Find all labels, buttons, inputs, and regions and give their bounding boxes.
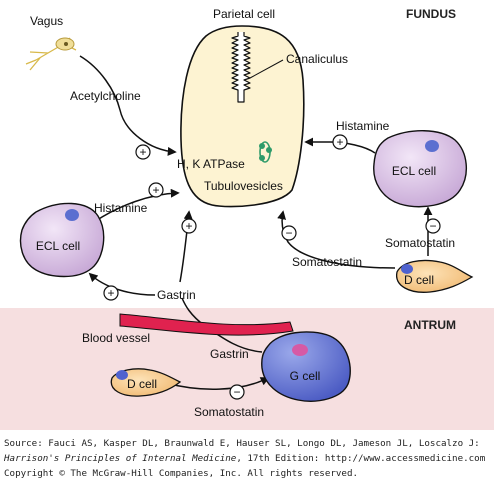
gastrin-to-ecl-arrow — [88, 272, 156, 296]
gastric-acid-regulation-diagram: FUNDUS ANTRUM Parietal cell Canaliculus … — [0, 7, 494, 430]
acetylcholine-arrow — [79, 55, 177, 156]
gastrin-lower-label: Gastrin — [210, 347, 249, 361]
somatostatin-bottom-label: Somatostatin — [194, 405, 264, 419]
book-edition: , 17th Edition: http://www.accessmedicin… — [236, 453, 486, 464]
source-credits: Source: Fauci AS, Kasper DL, Braunwald E… — [4, 436, 492, 481]
parietal-cell-label: Parietal cell — [213, 7, 275, 21]
book-line: Harrison's Principles of Internal Medici… — [4, 451, 492, 466]
histamine-right-arrow — [304, 137, 376, 154]
histamine-right-label: Histamine — [336, 119, 390, 133]
ecl-cell-right — [373, 130, 467, 208]
stimulate-sign-histamine-left: + — [148, 182, 164, 198]
canaliculus-pointer — [249, 59, 284, 79]
g-cell-label: G cell — [290, 369, 321, 383]
stimulate-sign-gastrin-ecl: + — [103, 285, 119, 301]
d-cell-antrum — [110, 368, 182, 397]
h-k-atpase-label: H, K ATPase — [177, 157, 245, 171]
d-cell-fundus — [396, 259, 474, 293]
canaliculus-label: Canaliculus — [286, 52, 348, 66]
stimulate-sign-gastrin-parietal: + — [181, 218, 197, 234]
svg-text:+: + — [336, 135, 343, 149]
stimulate-sign-acetylcholine: + — [135, 144, 151, 160]
svg-text:+: + — [185, 219, 192, 233]
h-k-atpase-icon — [259, 141, 272, 163]
ecl-cell-left — [19, 202, 105, 278]
canaliculus — [231, 32, 251, 103]
svg-text:+: + — [139, 145, 146, 159]
inhibit-sign-somatostatin-antrum: − — [229, 384, 245, 400]
inhibit-sign-somatostatin-ecl: − — [425, 218, 441, 234]
vagus-label: Vagus — [30, 14, 63, 28]
inhibit-sign-somatostatin-parietal: − — [281, 225, 297, 241]
d-cell-fundus-label: D cell — [404, 273, 434, 287]
parietal-cell-body — [180, 25, 305, 208]
somatostatin-to-parietal-arrow — [277, 210, 396, 269]
ecl-cell-right-label: ECL cell — [392, 164, 436, 178]
stimulate-sign-histamine-right: + — [332, 134, 348, 150]
blood-vessel — [119, 313, 294, 336]
somatostatin-antrum-arrow — [165, 377, 270, 390]
gastrin-upper-label: Gastrin — [157, 288, 196, 302]
vagus-neuron — [25, 37, 77, 71]
histamine-left-arrow — [93, 188, 180, 223]
svg-text:−: − — [429, 219, 436, 233]
svg-text:+: + — [107, 286, 114, 300]
source-line: Source: Fauci AS, Kasper DL, Braunwald E… — [4, 438, 480, 449]
histamine-left-label: Histamine — [94, 201, 148, 215]
d-cell-antrum-label: D cell — [127, 377, 157, 391]
somatostatin-mid-label: Somatostatin — [292, 255, 362, 269]
fundus-label: FUNDUS — [406, 7, 456, 21]
blood-vessel-label: Blood vessel — [82, 331, 150, 345]
tubulovesicles-label: Tubulovesicles — [204, 179, 283, 193]
copyright-line: Copyright © The McGraw-Hill Companies, I… — [4, 468, 359, 479]
svg-text:+: + — [152, 183, 159, 197]
g-cell — [261, 331, 351, 402]
parietal-cell — [180, 25, 305, 208]
antrum-label: ANTRUM — [404, 318, 456, 332]
svg-text:−: − — [285, 226, 292, 240]
ecl-cell-left-label: ECL cell — [36, 239, 80, 253]
svg-text:−: − — [233, 385, 240, 399]
acetylcholine-label: Acetylcholine — [70, 89, 141, 103]
book-title: Harrison's Principles of Internal Medici… — [4, 453, 237, 464]
somatostatin-right-label: Somatostatin — [385, 236, 455, 250]
